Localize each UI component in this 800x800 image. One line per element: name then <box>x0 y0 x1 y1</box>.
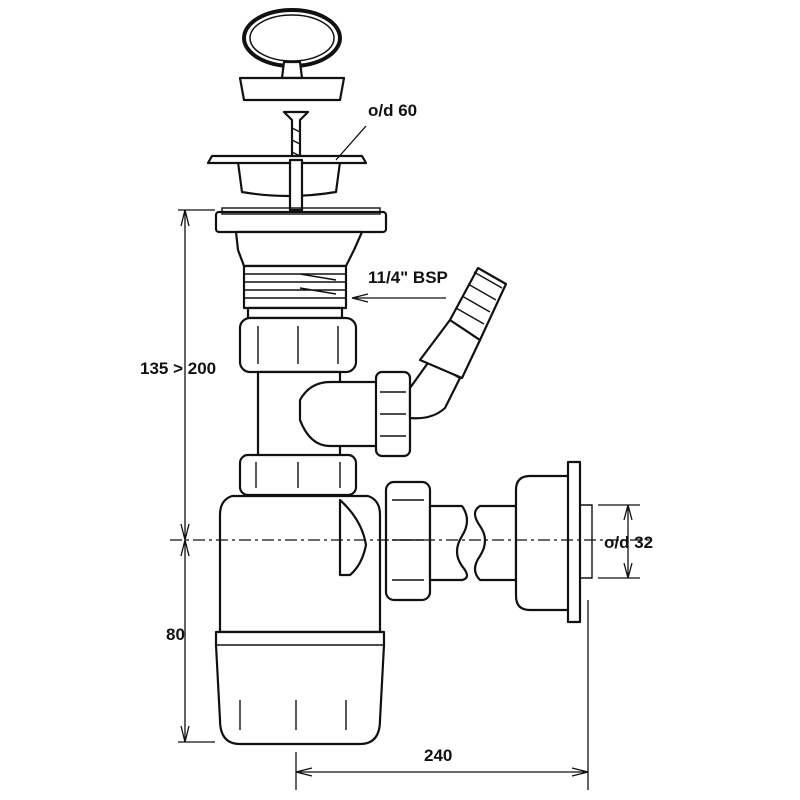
outlet-diameter-label: o/d 32 <box>604 533 654 552</box>
thread-label: 11/4" BSP <box>368 268 448 287</box>
bottle-trap <box>214 494 386 746</box>
strainer-diameter-label: o/d 60 <box>368 101 418 120</box>
height-range-label: 135 > 200 <box>140 359 217 378</box>
outlet-pipe <box>384 480 518 602</box>
plug-ring <box>242 8 342 80</box>
wall-connector <box>514 460 593 624</box>
plug-cap <box>238 76 346 102</box>
dimension-lines <box>170 125 650 790</box>
strainer <box>206 154 368 212</box>
lower-nut <box>238 453 358 497</box>
waste-body <box>214 207 388 320</box>
trap-depth-label: 80 <box>166 625 185 644</box>
side-inlet <box>298 266 508 458</box>
outlet-projection-label: 240 <box>424 746 453 765</box>
upper-nut <box>238 316 358 374</box>
